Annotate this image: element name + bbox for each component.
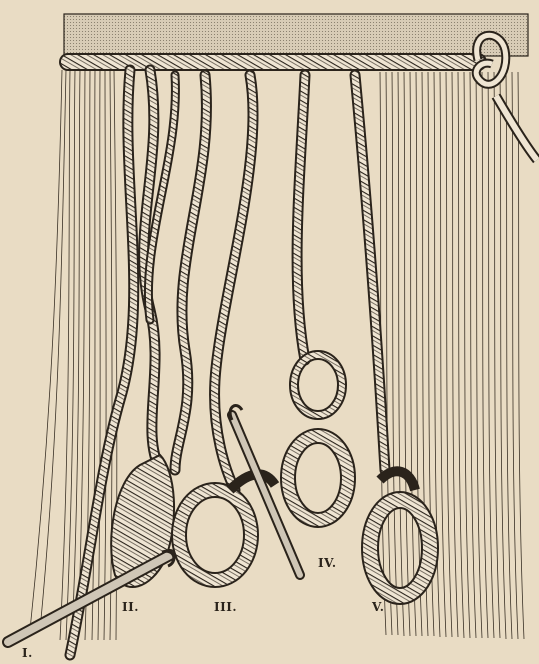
label-iv: IV. xyxy=(318,556,337,570)
right-fringe xyxy=(380,72,524,639)
label-ii: II. xyxy=(122,600,139,614)
holding-rod xyxy=(64,14,528,56)
coil-iv xyxy=(288,355,348,520)
label-iii: III. xyxy=(214,600,237,614)
left-fringe xyxy=(30,70,117,640)
label-v: V. xyxy=(372,600,384,614)
label-i: I. xyxy=(22,646,33,660)
